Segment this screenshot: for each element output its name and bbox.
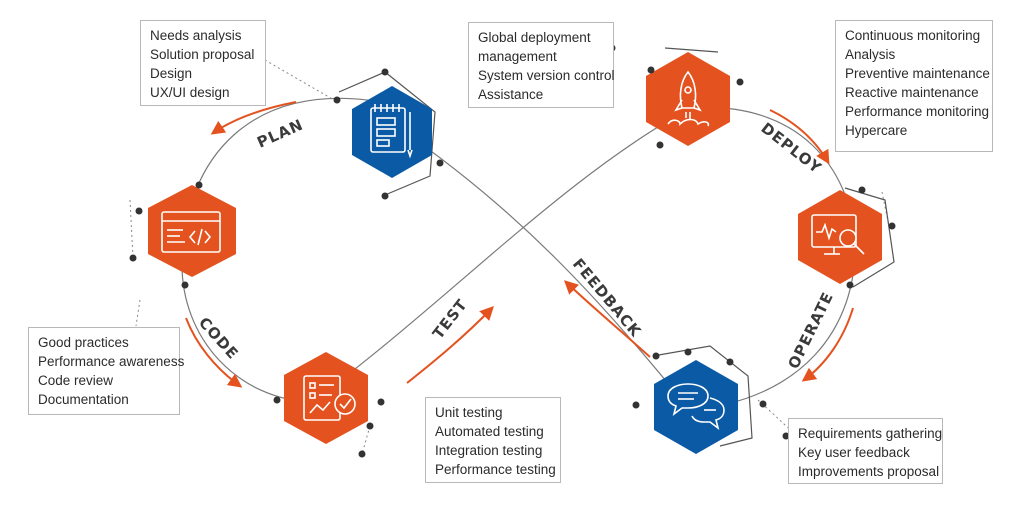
- feedback-node: [654, 360, 738, 454]
- connector-dots: [129, 44, 896, 458]
- test-hexagon: [284, 352, 368, 444]
- code-connector-bottom: [135, 299, 141, 327]
- feedback-item: Requirements gathering: [798, 426, 943, 441]
- rocket-icon: [667, 70, 710, 127]
- checklist-report-icon: [303, 375, 356, 421]
- feedback-arrow: [563, 280, 651, 358]
- code-item: Code review: [38, 373, 114, 388]
- operate-item: Performance monitoring: [845, 104, 990, 119]
- deploy-hexagon: [646, 52, 730, 146]
- operate-info-box: Continuous monitoring Analysis Preventiv…: [835, 20, 993, 152]
- plan-item: Needs analysis: [150, 28, 242, 43]
- clipboard-notes-icon: [370, 104, 413, 159]
- deploy-arrow: [769, 109, 830, 165]
- test-item: Performance testing: [435, 462, 556, 477]
- code-info-box: Good practices Performance awareness Cod…: [28, 327, 185, 415]
- plan-arrow: [210, 101, 297, 135]
- code-hexagon: [148, 185, 236, 277]
- test-item: Unit testing: [435, 405, 503, 420]
- operate-connector: [881, 191, 890, 227]
- hexagon-outlines: [338, 47, 895, 447]
- monitor-magnifier-icon: [811, 214, 865, 255]
- operate-item: Hypercare: [845, 123, 908, 138]
- plan-connector: [264, 59, 335, 101]
- test-connector: [361, 425, 371, 455]
- chat-bubbles-icon: [667, 383, 725, 430]
- deploy-hex-outline: [664, 47, 719, 53]
- test-node: [284, 352, 368, 444]
- plan-info-box: Needs analysis Solution proposal Design …: [140, 20, 266, 106]
- monitor-node: [798, 190, 882, 284]
- code-item: Good practices: [38, 335, 129, 350]
- test-item: Integration testing: [435, 443, 543, 458]
- monitor-hex-outline: [844, 187, 895, 288]
- operate-item: Analysis: [845, 47, 896, 62]
- test-arrow: [406, 305, 494, 384]
- deploy-item: Global deployment: [478, 30, 591, 45]
- feedback-hex-outline: [652, 345, 753, 447]
- cross-line-up: [311, 107, 691, 403]
- code-node: [148, 185, 236, 277]
- deploy-item: Assistance: [478, 87, 544, 102]
- deploy-info-box: Global deployment management System vers…: [468, 22, 615, 108]
- deploy-item: System version control: [478, 68, 615, 83]
- operate-arrow: [801, 307, 854, 382]
- code-item: Performance awareness: [38, 354, 185, 369]
- plan-item: Solution proposal: [150, 47, 255, 62]
- feedback-connector: [757, 399, 798, 437]
- code-arrow: [185, 317, 243, 388]
- plan-hex-outline: [338, 71, 436, 196]
- operate-item: Reactive maintenance: [845, 85, 979, 100]
- feedback-info-box: Requirements gathering Key user feedback…: [788, 418, 943, 484]
- cross-line-down: [389, 121, 691, 411]
- plan-label: PLAN: [254, 115, 306, 151]
- feedback-label: FEEDBACK: [569, 255, 645, 341]
- deploy-node: [646, 52, 730, 146]
- plan-item: Design: [150, 66, 193, 81]
- test-item: Automated testing: [435, 424, 544, 439]
- code-item: Documentation: [38, 392, 129, 407]
- infinity-loop: [181, 97, 856, 411]
- code-connector-top: [129, 199, 134, 259]
- test-info-box: Unit testing Automated testing Integrati…: [425, 397, 561, 483]
- feedback-item: Improvements proposal: [798, 464, 940, 479]
- deploy-item: management: [478, 49, 557, 64]
- plan-node: [352, 86, 432, 178]
- operate-item: Continuous monitoring: [845, 28, 981, 43]
- flow-arrows: [185, 101, 854, 388]
- plan-item: UX/UI design: [150, 85, 230, 100]
- operate-item: Preventive maintenance: [845, 66, 990, 81]
- feedback-item: Key user feedback: [798, 445, 910, 460]
- code-window-icon: [161, 211, 221, 253]
